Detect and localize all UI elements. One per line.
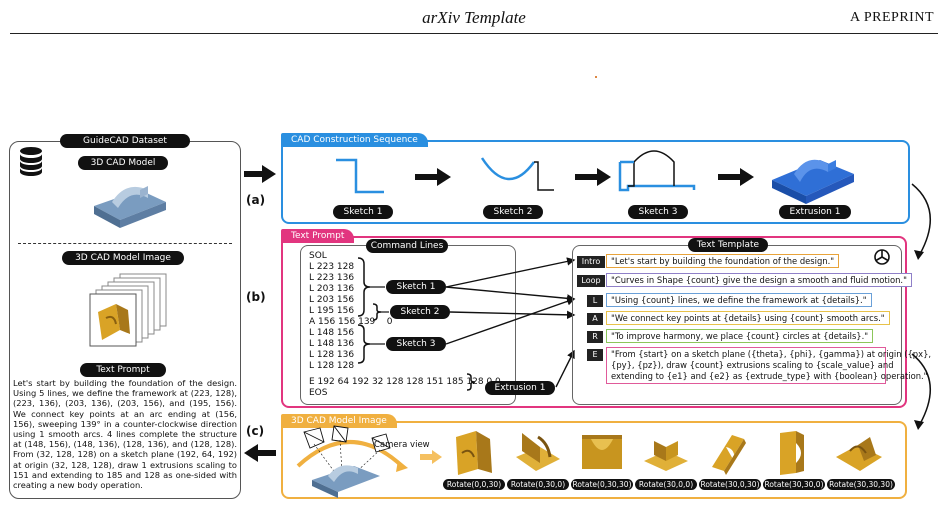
dashed-divider <box>18 243 232 244</box>
command-line-8: L 148 136 <box>309 339 355 349</box>
command-line-11: E 192 64 192 32 128 128 151 185 128 0 0 <box>309 377 501 387</box>
template-l: "Using {count} lines, we define the fram… <box>606 293 872 307</box>
page-header-right: A PREPRINT <box>850 10 934 25</box>
seq-arrow-2 <box>575 168 611 186</box>
image-stack-thumbnail <box>89 273 167 347</box>
tag-r: R <box>587 331 603 343</box>
image-panel-arrow <box>420 450 442 464</box>
command-line-4: L 203 156 <box>309 295 355 305</box>
command-line-9: L 128 136 <box>309 350 355 360</box>
group-sketch-1: Sketch 1 <box>386 280 446 294</box>
group-extrusion-1: Extrusion 1 <box>485 381 555 395</box>
header-rule <box>10 33 938 34</box>
rotation-label-7: Rotate(30,30,30) <box>827 479 895 490</box>
template-r: "To improve harmony, we place {count} ci… <box>606 329 874 343</box>
text-prompt-panel <box>281 236 907 408</box>
page-header-title: arXiv Template <box>422 8 526 27</box>
template-intro: "Let's start by building the foundation … <box>606 254 840 268</box>
sequence-panel <box>281 140 910 224</box>
command-lines-title: Command Lines <box>366 239 448 253</box>
render-view-2 <box>516 433 560 471</box>
camera-view-scene <box>296 425 408 498</box>
tag-l: L <box>587 295 603 307</box>
render-view-5 <box>712 435 746 475</box>
command-line-12: EOS <box>309 388 328 398</box>
rotation-label-5: Rotate(30,0,30) <box>699 479 761 490</box>
rotation-label-4: Rotate(30,0,0) <box>635 479 697 490</box>
text-template-title: Text Template <box>688 238 768 252</box>
template-a: "We connect key points at {details} usin… <box>606 311 890 325</box>
tag-intro: Intro <box>577 256 605 268</box>
template-e-line-2: {py}, {pz}), draw {count} extrusions sca… <box>611 360 894 370</box>
image-label: 3D CAD Model Image <box>62 251 184 265</box>
sketch-1-drawing <box>336 158 384 194</box>
command-brackets <box>357 257 476 391</box>
seq-step-1: Sketch 1 <box>333 205 393 219</box>
seq-step-4: Extrusion 1 <box>779 205 851 219</box>
command-line-6: A 156 156 139 0 <box>309 317 393 327</box>
seq-step-3: Sketch 3 <box>628 205 688 219</box>
curved-arrow-seq-to-prompt <box>911 183 931 260</box>
render-view-7 <box>836 437 882 471</box>
mapping-arrows <box>445 257 576 388</box>
template-e: "From {start} on a sketch plane ({theta}… <box>606 347 932 384</box>
image-tab: 3D CAD Model Image <box>281 414 397 428</box>
cad-model-thumbnail <box>94 186 166 228</box>
command-line-10: L 128 128 <box>309 361 355 371</box>
template-e-line-1: "From {start} on a sketch plane ({theta}… <box>611 349 932 359</box>
render-view-3 <box>582 435 622 469</box>
arrow-to-dataset <box>244 444 276 462</box>
command-line-0: SOL <box>309 251 327 261</box>
template-loop: "Curves in Shape {count} give the design… <box>606 273 912 287</box>
prompt-paragraph: Let's start by building the foundation o… <box>13 378 237 491</box>
command-line-5: L 195 156 <box>309 306 355 316</box>
database-icon <box>20 147 42 176</box>
group-sketch-3: Sketch 3 <box>386 337 446 351</box>
label-b: (b) <box>246 290 266 304</box>
model-label: 3D CAD Model <box>78 156 168 170</box>
openai-logo-icon <box>874 249 890 265</box>
image-panel <box>281 421 907 499</box>
template-e-line-3: extending to {e1} and {e2} as {extrude_t… <box>611 371 928 381</box>
seq-arrow-3 <box>718 168 754 186</box>
rotation-label-6: Rotate(30,30,0) <box>763 479 825 490</box>
render-view-1 <box>456 431 492 475</box>
sketch-2-drawing <box>480 157 554 191</box>
stray-dot <box>595 76 597 78</box>
rotation-label-2: Rotate(0,30,0) <box>507 479 569 490</box>
group-sketch-2: Sketch 2 <box>390 305 450 319</box>
camera-view-label: Camera view <box>374 440 430 450</box>
rotation-label-1: Rotate(0,0,30) <box>443 479 505 490</box>
command-line-7: L 148 156 <box>309 328 355 338</box>
label-a: (a) <box>246 193 266 207</box>
render-view-4 <box>644 441 688 471</box>
seq-step-2: Sketch 2 <box>483 205 543 219</box>
extrusion-1-model <box>772 159 854 204</box>
tag-a: A <box>587 313 603 325</box>
render-view-6 <box>780 431 804 475</box>
sequence-tab: CAD Construction Sequence <box>281 133 428 147</box>
rotation-label-3: Rotate(0,30,30) <box>571 479 633 490</box>
command-line-3: L 203 136 <box>309 284 355 294</box>
left-panel-title: GuideCAD Dataset <box>60 134 190 148</box>
seq-arrow-1 <box>415 168 451 186</box>
tag-loop: Loop <box>577 275 605 287</box>
command-line-2: L 223 136 <box>309 273 355 283</box>
arrow-to-sequence <box>244 165 276 183</box>
label-c: (c) <box>246 424 265 438</box>
curved-arrow-prompt-to-image <box>911 353 931 430</box>
sketch-3-drawing <box>618 150 696 192</box>
text-prompt-tab: Text Prompt <box>281 229 355 243</box>
prompt-label: Text Prompt <box>80 363 166 377</box>
tag-e: E <box>587 349 603 361</box>
command-line-1: L 223 128 <box>309 262 355 272</box>
